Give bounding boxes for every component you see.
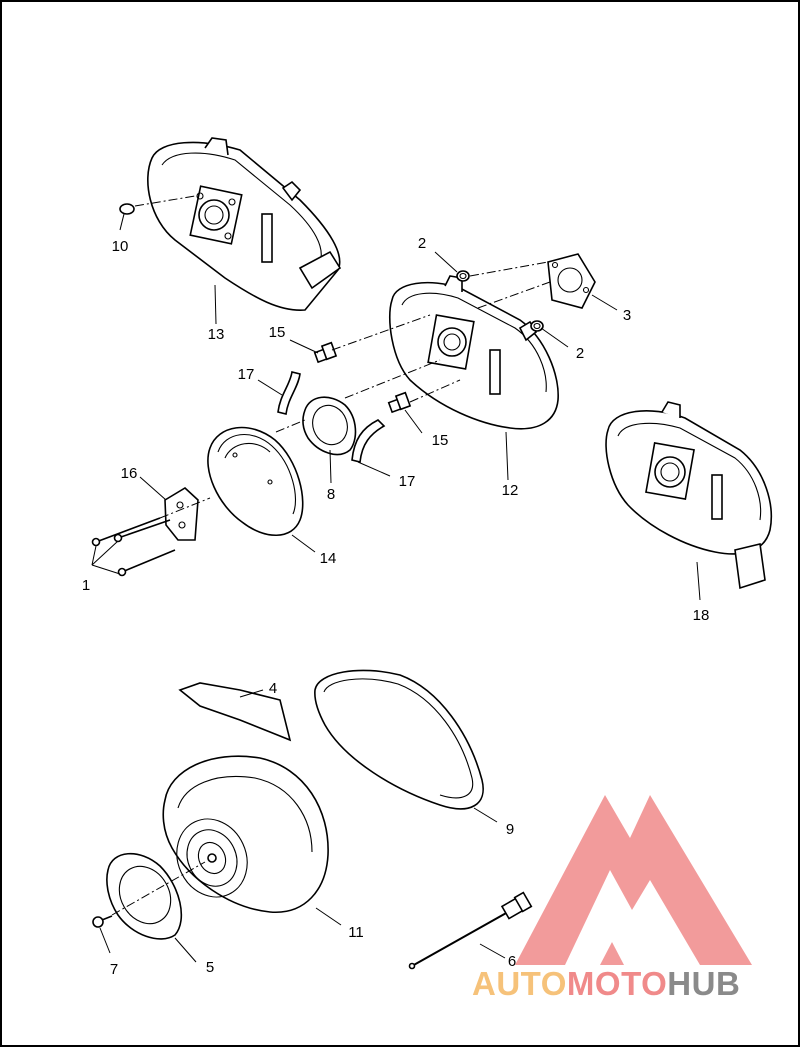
- callout-14: 14: [320, 550, 337, 567]
- callout-17-upper: 17: [238, 366, 255, 383]
- callout-15-lower: 15: [432, 432, 449, 449]
- callout-4: 4: [269, 680, 277, 697]
- callout-labels: 1 2 2 3 4 5 6 7 8 9 10 11 12 13 14 15 15…: [82, 235, 710, 978]
- part-18-backplate: [605, 401, 772, 590]
- callout-16: 16: [121, 465, 138, 482]
- part-8-gasket: [302, 396, 357, 456]
- part-1-screws: [91, 517, 176, 577]
- part-9-cover-gasket: [314, 669, 484, 810]
- callout-1: 1: [82, 577, 90, 594]
- callout-7: 7: [110, 961, 118, 978]
- part-17-hose-upper: [277, 371, 301, 415]
- callout-12: 12: [502, 482, 519, 499]
- callout-10: 10: [112, 238, 129, 255]
- callout-6: 6: [508, 953, 516, 970]
- alignment-lines: [111, 195, 551, 916]
- part-6-sensor-cable: [408, 891, 533, 970]
- callout-2-lower: 2: [576, 345, 584, 362]
- part-2-oring-lower: [530, 320, 544, 332]
- callout-8: 8: [327, 486, 335, 503]
- part-11-cover: [162, 755, 329, 913]
- watermark-text: AUTOMOTOHUB: [472, 965, 740, 1002]
- callout-5: 5: [206, 959, 214, 976]
- callout-17-lower: 17: [399, 473, 416, 490]
- callout-13: 13: [208, 326, 225, 343]
- callout-9: 9: [506, 821, 514, 838]
- leader-lines: [91, 213, 701, 963]
- callout-2-upper: 2: [418, 235, 426, 252]
- part-15-breather-bolt-lower: [387, 391, 412, 414]
- part-16-bracket: [164, 487, 199, 541]
- part-12-backplate: [389, 275, 559, 430]
- part-13-backplate: [119, 137, 342, 311]
- watermark-logo: [515, 795, 752, 965]
- watermark-triangle-icon: [515, 795, 752, 965]
- callout-15-upper: 15: [269, 324, 286, 341]
- part-4-trim-strip: [178, 682, 292, 742]
- callout-3: 3: [623, 307, 631, 324]
- part-17-hose-lower: [351, 419, 386, 463]
- callout-18: 18: [693, 607, 710, 624]
- part-3-gasket: [547, 253, 596, 309]
- part-15-breather-bolt-upper: [313, 341, 338, 364]
- part-14-filter-element: [207, 426, 304, 536]
- part-2-oring-upper: [456, 270, 470, 282]
- callout-11: 11: [348, 924, 364, 941]
- part-7-screw: [92, 915, 113, 928]
